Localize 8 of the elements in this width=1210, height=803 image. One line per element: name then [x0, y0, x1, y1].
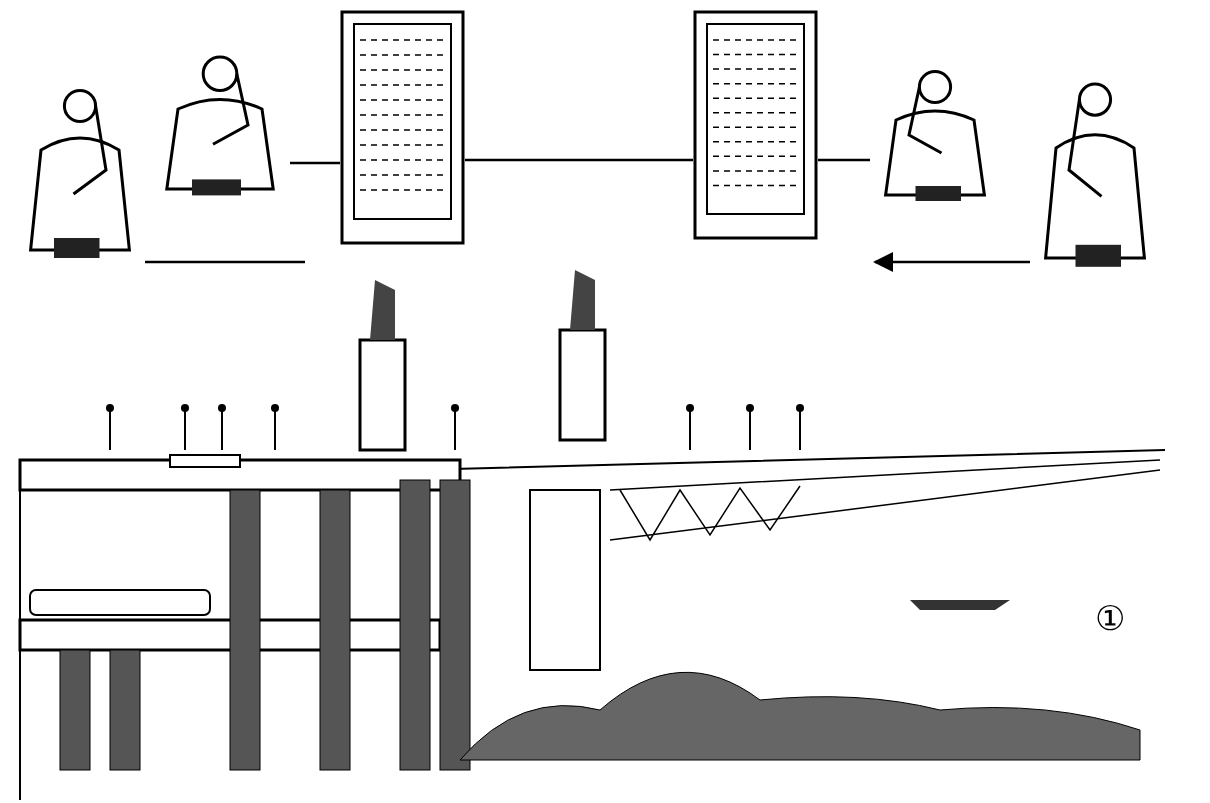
connecting-line: [873, 252, 1030, 272]
connecting-line: [145, 260, 305, 264]
equipment-cabinet: [693, 10, 818, 240]
figure-number: ①: [1095, 598, 1125, 638]
equipment-cabinet: [340, 10, 465, 245]
connecting-line: [818, 158, 870, 162]
connecting-line: [290, 161, 340, 165]
connecting-line: [465, 158, 693, 162]
